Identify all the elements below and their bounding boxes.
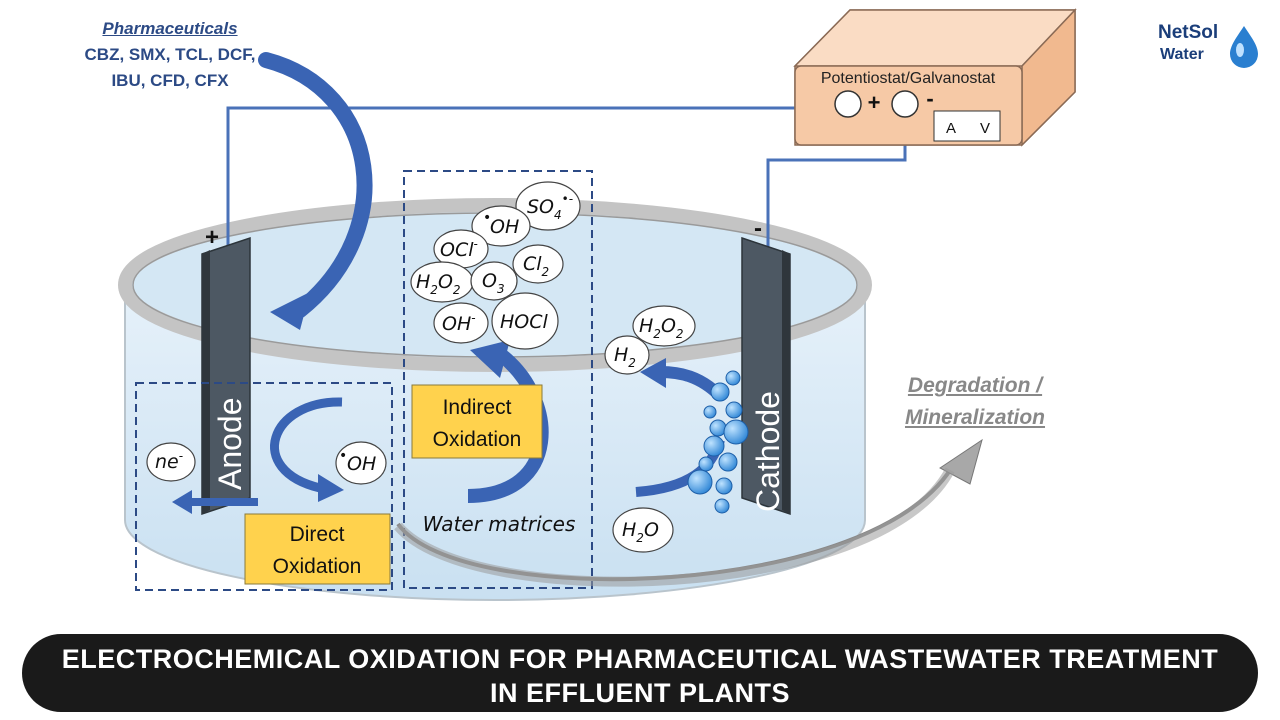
netsol-logo: NetSol Water [1158, 22, 1268, 70]
oh-radical-direct-dot: • [339, 448, 347, 464]
oh-radical-label: OH [490, 216, 519, 238]
h2-label: H2 [614, 344, 636, 370]
oh-ion-label: OH- [442, 311, 476, 335]
cathode-sign: - [754, 215, 762, 242]
o3-label: O3 [482, 270, 505, 296]
pharmaceuticals-block: Pharmaceuticals CBZ, SMX, TCL, DCF, IBU,… [60, 16, 280, 94]
indirect-line1: Indirect [443, 396, 512, 419]
direct-line1: Direct [290, 523, 345, 546]
ne-label: ne- [155, 449, 183, 473]
direct-oxidation-zone [135, 382, 393, 591]
cathode-electrode: Cathode - [741, 215, 791, 516]
anode-electrode: Anode + [201, 224, 251, 516]
h2o2-center-label: H2O2 [416, 271, 461, 297]
negative-terminal [891, 90, 919, 118]
minus-sign: - [926, 86, 933, 111]
positive-terminal [834, 90, 862, 118]
electron-arrowhead [172, 490, 192, 514]
voltmeter-label: V [980, 120, 990, 137]
anode-sign: + [205, 224, 219, 251]
title-banner: ELECTROCHEMICAL OXIDATION FOR PHARMACEUT… [22, 634, 1258, 712]
cl2-label: Cl2 [523, 253, 549, 279]
gas-bubbles [687, 370, 749, 514]
degradation-line2: Mineralization [904, 406, 1046, 429]
pharmaceuticals-line1: CBZ, SMX, TCL, DCF, [84, 45, 256, 64]
direct-cycle-arrowhead [318, 474, 344, 502]
h2o-label: H2O [622, 519, 659, 545]
indirect-oxidation-box: Indirect Oxidation [411, 384, 543, 459]
h2o2-cathode-label: H2O2 [639, 315, 684, 341]
meter-display [933, 110, 1001, 142]
anode-label: Anode [212, 397, 248, 490]
h2-arrowhead [640, 358, 666, 388]
indirect-line2: Oxidation [433, 428, 522, 451]
direct-oxidation-box: Direct Oxidation [244, 513, 391, 585]
cathode-label: Cathode [750, 391, 786, 512]
pharma-arrowhead [270, 292, 310, 330]
plus-sign: + [868, 90, 881, 115]
banner-line2: IN EFFLUENT PLANTS [490, 678, 790, 708]
species-labels: SO4•- • OH OCl- Cl2 H2O2 O3 OH- HOCl H2O… [146, 181, 696, 553]
pharma-inflow-arrow [258, 52, 373, 318]
water-matrices-label: Water matrices [423, 512, 576, 536]
pharmaceuticals-line2: IBU, CFD, CFX [111, 71, 229, 90]
indirect-arrowhead [470, 340, 510, 378]
degradation-label: Degradation / Mineralization [880, 370, 1070, 434]
so4-radical-label: SO4•- [527, 192, 573, 222]
logo-drop-icon [1230, 26, 1258, 68]
ocl-label: OCl- [440, 237, 478, 261]
potentiostat-label: Potentiostat/Galvanostat [821, 70, 996, 87]
oh-radical-dot: • [483, 210, 491, 226]
oh-radical-direct-label: OH [347, 453, 376, 475]
direct-line2: Oxidation [273, 555, 362, 578]
ammeter-label: A [946, 120, 956, 137]
potentiostat-box: Potentiostat/Galvanostat + - A V [793, 8, 1077, 147]
logo-line1: NetSol [1158, 22, 1219, 43]
degradation-line1: Degradation / [907, 374, 1043, 397]
direct-cycle-arrow [270, 397, 343, 493]
banner-line1: ELECTROCHEMICAL OXIDATION FOR PHARMACEUT… [61, 644, 1219, 674]
hocl-label: HOCl [500, 311, 549, 333]
indirect-oxidation-zone [403, 170, 593, 589]
pharmaceuticals-title: Pharmaceuticals [102, 19, 238, 38]
logo-line2: Water [1160, 46, 1204, 63]
degradation-band [394, 467, 955, 587]
